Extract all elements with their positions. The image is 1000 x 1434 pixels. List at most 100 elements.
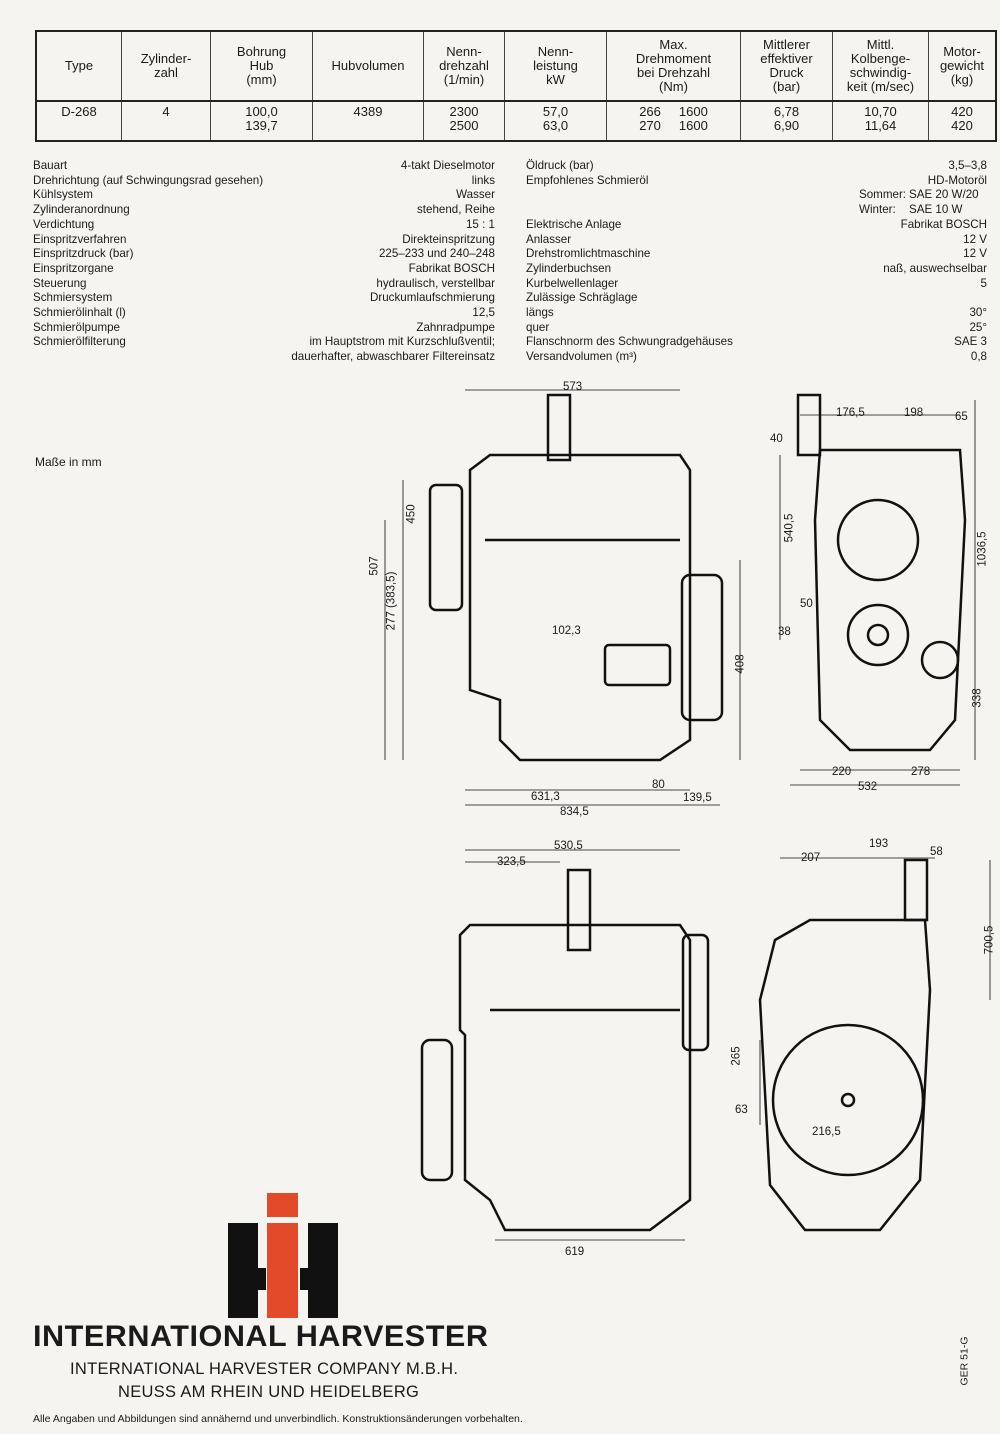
col-weight: Motor-gewicht(kg) [928, 31, 996, 102]
spec-label: Kurbelwellenlager [526, 276, 619, 290]
spec-value: Druckumlaufschmierung [369, 291, 495, 305]
engine-side-view-2 [420, 868, 710, 1232]
spec-row: Schmierölinhalt (l)12,5 [33, 306, 495, 321]
front-dimension-lines [779, 400, 976, 786]
spec-value: 5 [980, 276, 987, 290]
spec-row: dauerhafter, abwaschbarer Filtereinsatz [33, 350, 495, 365]
spec-value: 225–233 und 240–248 [378, 247, 495, 261]
spec-label: Schmierölinhalt (l) [33, 306, 126, 320]
dim-198: 198 [904, 407, 924, 419]
col-piston-speed: Mittl.Kolbenge-schwindig-keit (m/sec) [832, 31, 929, 102]
spec-value: 4-takt Dieselmotor [400, 159, 495, 172]
dim-450: 450 [405, 504, 418, 524]
spec-row: Kurbelwellenlager 5 [526, 277, 987, 292]
col-displacement: Hubvolumen [312, 31, 424, 102]
disclaimer: Alle Angaben und Abbildungen sind annähe… [33, 1413, 523, 1425]
speed-2: 11,64 [864, 118, 897, 133]
spec-label: Öldruck (bar) [526, 159, 594, 172]
dim-50: 50 [800, 598, 813, 610]
spec-row: Steuerung hydraulisch, verstellbar [33, 277, 495, 292]
dim-1036-5: 1036,5 [976, 531, 989, 567]
spec-label: Einspritzverfahren [33, 232, 127, 246]
spec-label: Steuerung [33, 276, 87, 290]
dim-207: 207 [801, 852, 821, 864]
spec-value: stehend, Reihe [417, 203, 495, 217]
spec-row: Kühlsystem Wasser [33, 188, 495, 203]
side-dimension-lines [384, 389, 741, 806]
spec-value: 0,8 [970, 350, 987, 364]
spec-row: Zulässige Schräglage [526, 291, 987, 306]
spec-label: Drehstromlichtmaschine [526, 247, 651, 261]
units-note: Maße in mm [35, 455, 102, 469]
dim-540-5: 540,5 [783, 513, 796, 543]
spec-value: 12 V [963, 232, 987, 246]
stroke: 139,7 [245, 118, 278, 133]
spec-label: Zylinderbuchsen [526, 261, 612, 275]
dim-507: 507 [368, 556, 381, 576]
dim-532: 532 [858, 781, 878, 793]
spec-value: hydraulisch, verstellbar [376, 276, 495, 290]
spec-value: SAE 3 [954, 335, 987, 349]
spec-value: im Hauptstrom mit Kurzschlußventil; [309, 335, 495, 349]
spec-oil-grade: SAE 20 W/20 [909, 188, 979, 202]
spec-value: 12 V [963, 247, 987, 261]
spec-label: Schmierölpumpe [33, 320, 120, 334]
dim-530-5: 530,5 [554, 840, 583, 852]
dim-338: 338 [971, 688, 984, 708]
dim-58: 58 [930, 846, 943, 858]
kw-1: 57,0 [542, 104, 569, 119]
spec-season: Sommer: [859, 188, 907, 202]
spec-label: Einspritzorgane [33, 261, 114, 275]
cell-cylinders: 4 [121, 101, 211, 141]
engine-rear-view [758, 858, 932, 1232]
spec-value: 25° [969, 320, 987, 334]
dim-631-3: 631,3 [531, 791, 560, 803]
spec-row: Zylinderbuchsen naß, auswechselbar [526, 262, 987, 277]
spec-label: quer [526, 320, 550, 334]
speed-1: 10,70 [864, 104, 897, 119]
dim-265: 265 [730, 1046, 743, 1066]
dim-277: 277 (383,5) [385, 571, 398, 631]
weight-2: 420 [951, 118, 973, 133]
spec-value: Winter:SAE 10 W [859, 203, 987, 218]
brand-name: INTERNATIONAL HARVESTER [33, 1320, 489, 1353]
spec-value: Fabrikat BOSCH [900, 217, 987, 231]
spec-label: Bauart [33, 159, 68, 172]
dim-573: 573 [563, 381, 583, 393]
spec-row: quer 25° [526, 321, 987, 336]
spec-label: Versandvolumen (m³) [526, 350, 637, 364]
spec-value: 30° [969, 306, 987, 320]
engine-side-view [428, 393, 724, 762]
document-code: GER 51-G [958, 1336, 971, 1386]
spec-row: Einspritzdruck (bar)225–233 und 240–248 [33, 247, 495, 262]
spec-label: Drehrichtung (auf Schwingungsrad gesehen… [33, 173, 264, 187]
spec-value: 15 : 1 [465, 217, 495, 231]
spec-row: Versandvolumen (m³) 0,8 [526, 350, 987, 365]
company-location: NEUSS AM RHEIN UND HEIDELBERG [118, 1383, 420, 1401]
rpm-2: 2500 [449, 118, 479, 133]
weight-1: 420 [951, 104, 973, 119]
spec-row: Winter:SAE 10 W [526, 203, 987, 218]
spec-value: Wasser [456, 188, 495, 202]
dim-65: 65 [955, 411, 968, 423]
spec-label: Flanschnorm des Schwungradgehäuses [526, 335, 733, 349]
torque-1: 266 [639, 104, 661, 119]
spec-label: längs [526, 306, 554, 320]
spec-value: naß, auswechselbar [883, 261, 987, 275]
dim-80: 80 [652, 779, 665, 791]
spec-row: Drehrichtung (auf Schwingungsrad gesehen… [33, 174, 495, 189]
spec-label: Kühlsystem [33, 188, 93, 202]
dim-700-5: 700,5 [983, 925, 996, 955]
spec-value: Sommer:SAE 20 W/20 [859, 188, 987, 203]
